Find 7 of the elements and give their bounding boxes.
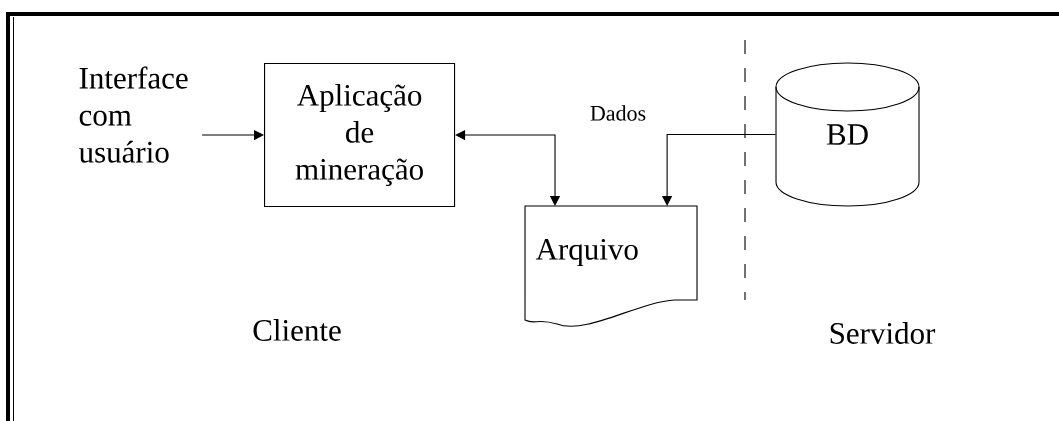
process-box: Aplicação de mineração (264, 63, 456, 208)
interface-label: Interface com usuário (78, 66, 188, 163)
region-label: Cliente (253, 319, 341, 341)
region-label: Servidor (830, 322, 936, 344)
node-label: BD (826, 124, 868, 145)
flow-label: Dados (590, 105, 646, 121)
database-cylinder: BD (775, 62, 920, 207)
